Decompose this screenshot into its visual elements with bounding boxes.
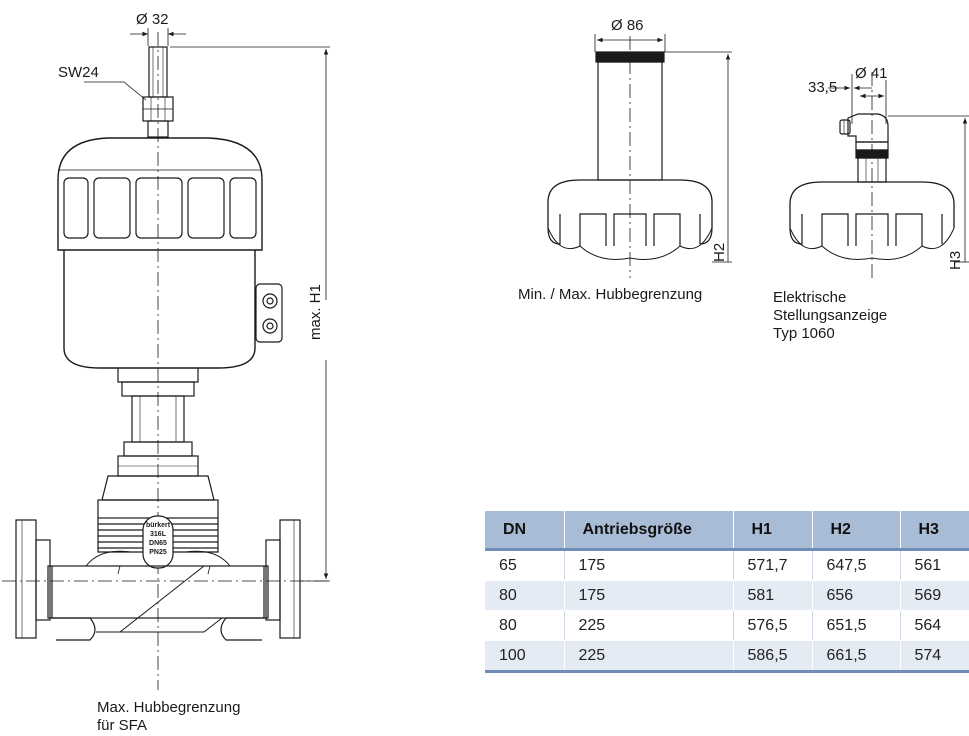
cell-h2: 647,5 <box>812 549 901 581</box>
header-dn: DN <box>485 511 565 551</box>
cell-h3: 574 <box>900 640 969 673</box>
table-row: 100 225 586,5 661,5 574 <box>485 640 969 673</box>
cell-h1: 581 <box>733 580 813 611</box>
cell-dn: 80 <box>485 610 565 641</box>
header-antriebsgroesse: Antriebsgröße <box>564 511 734 551</box>
position-indicator-drawing <box>789 72 969 278</box>
header-h3: H3 <box>900 511 969 551</box>
cell-h2: 661,5 <box>812 640 901 673</box>
label-sw24: SW24 <box>58 64 99 81</box>
header-h2: H2 <box>812 511 901 551</box>
table-row: 80 225 576,5 651,5 564 <box>485 610 969 641</box>
cell-h3: 569 <box>900 580 969 611</box>
table-header-row: DN Antriebsgröße H1 H2 H3 <box>485 511 969 551</box>
cell-dn: 80 <box>485 580 565 611</box>
cell-antriebsgroesse: 225 <box>564 640 734 673</box>
cell-h3: 564 <box>900 610 969 641</box>
valve-drawing <box>2 28 330 690</box>
cell-h1: 576,5 <box>733 610 813 641</box>
label-max-h1: max. H1 <box>307 284 324 340</box>
cell-h3: 561 <box>900 549 969 581</box>
cell-antriebsgroesse: 225 <box>564 610 734 641</box>
caption-position-line-1: Elektrische <box>773 289 847 306</box>
cell-h1: 571,7 <box>733 549 813 581</box>
caption-valve-line-1: Max. Hubbegrenzung <box>97 699 241 716</box>
label-h2: H2 <box>711 243 728 262</box>
stroke-limit-drawing <box>547 34 732 278</box>
nameplate-dn: DN65 <box>149 540 167 547</box>
caption-position-line-2: Stellungsanzeige <box>773 307 888 324</box>
caption-stroke-limit: Min. / Max. Hubbegrenzung <box>518 286 703 303</box>
label-dia-41: Ø 41 <box>855 65 888 82</box>
caption-valve: Max. Hubbegrenzung für SFA <box>97 699 240 735</box>
cell-h2: 651,5 <box>812 610 901 641</box>
nameplate-material: 316L <box>150 531 167 538</box>
cell-antriebsgroesse: 175 <box>564 580 734 611</box>
dimension-table: DN Antriebsgröße H1 H2 H3 65 175 571,7 6… <box>485 511 969 673</box>
table-row: 65 175 571,7 647,5 561 <box>485 549 969 581</box>
header-h1: H1 <box>733 511 813 551</box>
cell-antriebsgroesse: 175 <box>564 549 734 581</box>
caption-position-line-3: Typ 1060 <box>773 325 835 342</box>
table-row: 80 175 581 656 569 <box>485 580 969 611</box>
cell-dn: 65 <box>485 549 565 581</box>
nameplate-pn: PN25 <box>149 549 167 556</box>
label-h3: H3 <box>947 251 964 270</box>
cell-dn: 100 <box>485 640 565 673</box>
label-dia-32: Ø 32 <box>136 11 169 28</box>
caption-position-indicator: Elektrische Stellungsanzeige Typ 1060 <box>773 289 887 343</box>
caption-valve-line-2: für SFA <box>97 717 148 734</box>
cell-h2: 656 <box>812 580 901 611</box>
label-33-5: 33,5 <box>808 79 837 96</box>
nameplate-brand: bürkert <box>146 522 171 529</box>
cell-h1: 586,5 <box>733 640 813 673</box>
nameplate: bürkert 316L DN65 PN25 <box>146 522 171 556</box>
label-dia-86: Ø 86 <box>611 17 644 34</box>
